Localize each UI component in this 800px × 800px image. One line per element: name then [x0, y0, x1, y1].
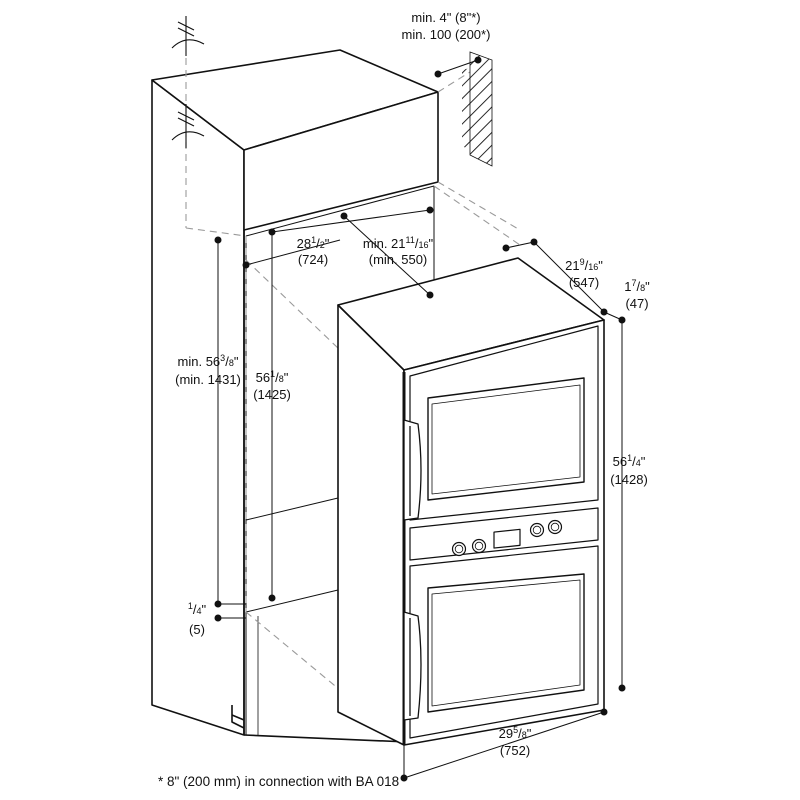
dimension-labels: min. 4" (8"*) min. 100 (200*) 281/2" (72…: [158, 10, 650, 789]
door-depth-metric: (47): [625, 296, 648, 311]
knob-4-icon: [547, 519, 563, 535]
oven-side: [337, 304, 405, 746]
dim-dot: [426, 206, 434, 214]
cabinet-plinth: [231, 705, 245, 729]
lower-handle: [403, 611, 422, 721]
niche-width-metric: (724): [298, 252, 328, 267]
niche-height-metric: (1425): [253, 387, 291, 402]
oven-width-metric: (752): [500, 743, 530, 758]
dim-dot: [618, 684, 626, 692]
dimension-lines: [217, 59, 623, 779]
dim-dot: [434, 70, 442, 78]
gap-bottom-imperial: 1/4": [188, 601, 207, 617]
dim-dot: [474, 56, 482, 64]
rear-wall: [462, 51, 493, 167]
footnote: * 8" (200 mm) in connection with BA 018: [158, 774, 399, 789]
oven-height-imperial: 561/4": [613, 453, 646, 469]
dim-dot: [530, 238, 538, 246]
knob-3-icon: [529, 522, 545, 538]
knob-2-icon: [471, 538, 487, 554]
dim-dot: [600, 308, 608, 316]
dim-dot: [618, 316, 626, 324]
upper-handle: [403, 419, 422, 521]
construction-lines: [185, 58, 521, 691]
clearance-top-line1: min. 4" (8"*): [411, 10, 480, 25]
dim-dot: [340, 212, 348, 220]
niche-height-imperial: 561/8": [256, 369, 289, 385]
dim-dot: [242, 261, 250, 269]
control-panel: [409, 507, 599, 561]
clearance-top-line2: min. 100 (200*): [402, 27, 491, 42]
cabinet: [151, 49, 439, 743]
display-icon: [493, 528, 521, 549]
upper-door-window: [427, 377, 585, 501]
dim-dot: [214, 600, 222, 608]
cabinet-base-line: [231, 714, 245, 721]
dim-dot: [268, 228, 276, 236]
niche-height-min-metric: (min. 1431): [175, 372, 241, 387]
knob-1-icon: [451, 541, 467, 557]
dimension-dots: [214, 56, 626, 782]
dim-dot: [502, 244, 510, 252]
lower-door-window: [427, 573, 585, 713]
niche-height-min-imperial: min. 563/8": [178, 353, 239, 369]
oven-unit: [337, 257, 605, 746]
dim-dot: [400, 774, 408, 782]
cabinet-bottom-edge: [243, 734, 409, 743]
dim-dot: [600, 708, 608, 716]
dim-dot: [214, 614, 222, 622]
oven-depth-imperial: 219/16": [565, 257, 603, 273]
niche-width-imperial: 281/2": [297, 235, 330, 251]
oven-height-metric: (1428): [610, 472, 648, 487]
oven-width-imperial: 295/8": [499, 725, 532, 741]
dim-dot: [268, 594, 276, 602]
oven-depth-metric: (547): [569, 275, 599, 290]
rear-wall-hatch: [469, 51, 493, 167]
cut-symbol-icon: [171, 16, 205, 148]
niche-depth-metric: (min. 550): [369, 252, 428, 267]
niche-depth-imperial: min. 2111/16": [363, 235, 434, 251]
door-depth-imperial: 17/8": [624, 278, 650, 294]
dim-dot: [426, 291, 434, 299]
gap-bottom-metric: (5): [189, 622, 205, 637]
dim-dot: [214, 236, 222, 244]
